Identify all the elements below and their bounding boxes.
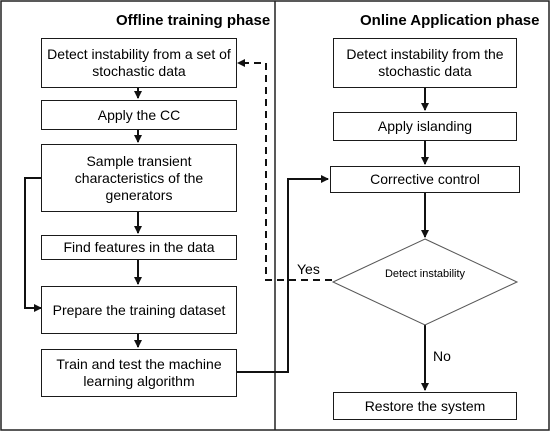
online-step-detect-instability: Detect instability from the stochastic d… (333, 38, 517, 88)
arrow-yes-feedback (237, 59, 332, 281)
decision-diamond (331, 238, 519, 326)
offline-step-sample-transient: Sample transient characteristics of the … (41, 144, 237, 212)
offline-phase-title: Offline training phase (116, 12, 271, 29)
online-step-corrective-control: Corrective control (330, 166, 520, 193)
offline-step-detect-instability: Detect instability from a set of stochas… (41, 38, 237, 88)
offline-step-prepare-dataset: Prepare the training dataset (41, 286, 237, 334)
online-step-restore-system: Restore the system (333, 392, 517, 420)
offline-step-train-test: Train and test the machine learning algo… (41, 349, 237, 397)
offline-step-apply-cc: Apply the CC (41, 100, 237, 130)
yes-label: Yes (297, 261, 320, 277)
arrow-loop-sample-to-prepare (24, 177, 42, 312)
online-phase-title: Online Application phase (360, 12, 540, 29)
no-label: No (433, 348, 451, 364)
arrow-train-to-corrective (236, 175, 329, 373)
decision-label: Detect instability (384, 268, 466, 280)
online-step-apply-islanding: Apply islanding (333, 112, 517, 141)
offline-step-find-features: Find features in the data (41, 235, 237, 260)
